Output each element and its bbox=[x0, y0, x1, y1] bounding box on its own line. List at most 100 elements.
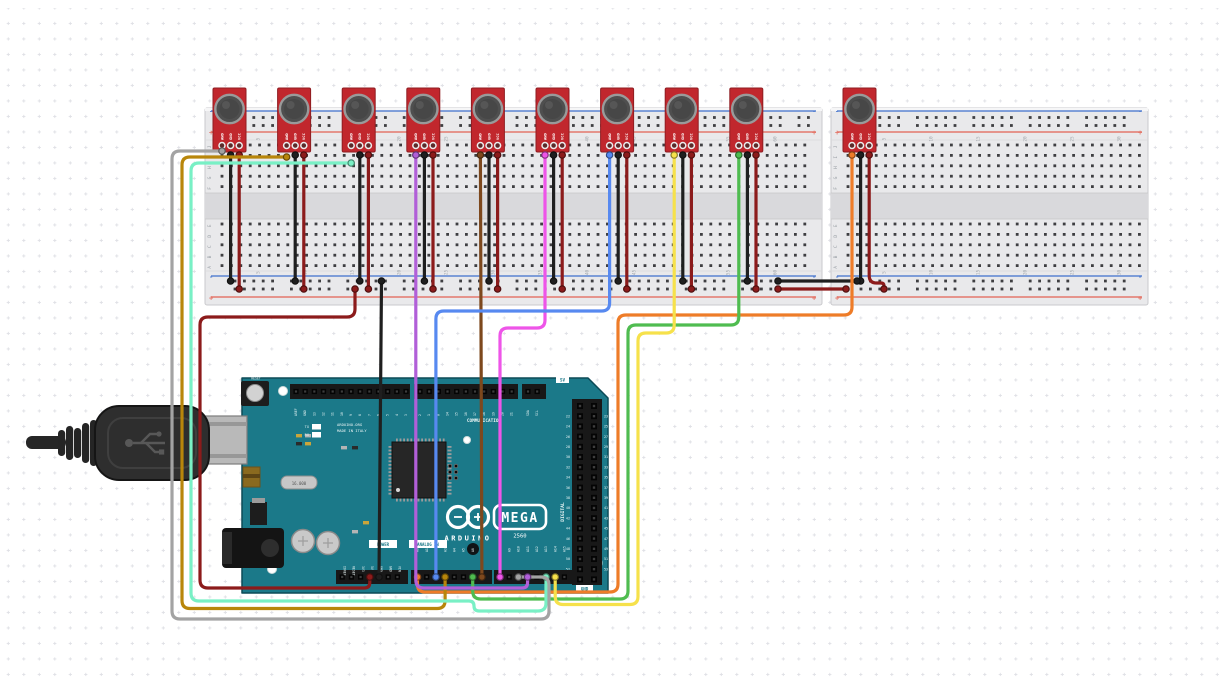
wire-sensor-7-vcc[interactable] bbox=[622, 151, 631, 293]
svg-text:5: 5 bbox=[882, 137, 888, 140]
svg-text:9: 9 bbox=[349, 414, 353, 416]
wire-sensor-9-gnd[interactable] bbox=[743, 151, 752, 285]
sensor-can-icon bbox=[343, 93, 375, 125]
wire-left-breadboard-negative-rail-to-right-breadboard-negative-rail[interactable] bbox=[774, 277, 861, 285]
wire-sensor-2-vcc[interactable] bbox=[299, 151, 308, 293]
svg-text:GND: GND bbox=[858, 132, 863, 140]
reset-button[interactable] bbox=[241, 381, 269, 406]
svg-text:5: 5 bbox=[256, 137, 262, 140]
wire-sensor-8-gnd[interactable] bbox=[678, 151, 687, 285]
power-rails: --++--++ bbox=[209, 108, 816, 303]
wire-A10-to-sensor-1-AWD[interactable] bbox=[170, 147, 551, 621]
svg-text:AWD: AWD bbox=[219, 132, 224, 140]
center-channel bbox=[831, 193, 1148, 219]
svg-text:45: 45 bbox=[632, 136, 638, 142]
wire-sensor-6-vcc[interactable] bbox=[558, 151, 567, 293]
sensor-pin bbox=[282, 141, 291, 150]
svg-text:A9: A9 bbox=[507, 548, 511, 552]
svg-text:A0: A0 bbox=[416, 548, 420, 552]
svg-text:VCC: VCC bbox=[753, 133, 758, 140]
svg-text:SCL: SCL bbox=[535, 410, 539, 416]
svg-text:+: + bbox=[209, 129, 213, 137]
wire-A0-to-sensor-10-AWD[interactable] bbox=[413, 151, 856, 594]
wire-sensor-7-gnd[interactable] bbox=[614, 151, 623, 285]
wire-sensor-2-gnd[interactable] bbox=[291, 151, 300, 285]
wire-A3-to-sensor-2-AWD[interactable] bbox=[180, 153, 449, 611]
wire-left-breadboard-positive-rail-to-right-breadboard-positive-rail[interactable] bbox=[774, 285, 850, 293]
svg-text:SDA: SDA bbox=[526, 410, 530, 416]
svg-text:A5: A5 bbox=[462, 548, 466, 552]
svg-text:60: 60 bbox=[773, 136, 779, 142]
svg-text:GND: GND bbox=[486, 132, 491, 140]
svg-text:ANALOG IN: ANALOG IN bbox=[417, 542, 439, 547]
svg-text:10: 10 bbox=[303, 270, 309, 276]
wire-sensor-3-vcc[interactable] bbox=[364, 151, 373, 293]
svg-text:B: B bbox=[207, 255, 213, 258]
svg-text:GND: GND bbox=[581, 587, 589, 592]
svg-text:35: 35 bbox=[604, 476, 608, 480]
svg-text:27: 27 bbox=[604, 435, 608, 439]
wire-A6-to-sensor-9-AWD[interactable] bbox=[468, 151, 743, 601]
sensor-pin bbox=[300, 141, 308, 150]
svg-text:TX: TX bbox=[305, 425, 310, 429]
wire-sensor-6-gnd[interactable] bbox=[549, 151, 558, 285]
svg-text:30: 30 bbox=[1117, 136, 1123, 142]
wire-arduino-5V-to-left-breadboard-positive-rail[interactable] bbox=[198, 285, 374, 590]
power-rails: --++--++ bbox=[835, 108, 1142, 303]
svg-text:21: 21 bbox=[510, 412, 514, 416]
wire-sensor-4-gnd[interactable] bbox=[420, 151, 429, 285]
svg-text:COMMUNICATION: COMMUNICATION bbox=[467, 418, 502, 424]
svg-text:23: 23 bbox=[604, 414, 608, 418]
wire-arduino-GND-to-left-breadboard-negative-rail[interactable] bbox=[375, 277, 386, 581]
sensor-pin bbox=[558, 141, 566, 150]
svg-text:38: 38 bbox=[566, 496, 570, 500]
wire-sensor-8-vcc[interactable] bbox=[687, 151, 696, 293]
svg-text:AWD: AWD bbox=[413, 132, 418, 140]
svg-text:40: 40 bbox=[585, 270, 591, 276]
wire-sensor-3-gnd[interactable] bbox=[355, 151, 364, 285]
svg-text:VCC: VCC bbox=[560, 133, 565, 140]
svg-text:A: A bbox=[833, 266, 839, 269]
svg-text:AWD: AWD bbox=[284, 132, 289, 140]
wire-sensor-9-vcc[interactable] bbox=[752, 151, 760, 293]
sensor-pin bbox=[865, 141, 873, 150]
sensor-pin bbox=[347, 141, 355, 150]
sensor-pin bbox=[429, 141, 437, 150]
pin-header bbox=[522, 384, 546, 399]
wire-sensor-5-gnd[interactable] bbox=[485, 151, 493, 285]
svg-text:GND: GND bbox=[745, 132, 750, 140]
wire-A2-to-sensor-7-AWD[interactable] bbox=[432, 151, 614, 581]
svg-text:+: + bbox=[209, 295, 213, 303]
wire-A14-to-sensor-8-AWD[interactable] bbox=[551, 151, 679, 607]
svg-text:13: 13 bbox=[312, 412, 316, 416]
svg-text:-: - bbox=[1138, 108, 1142, 116]
wire-sensor-10-vcc[interactable] bbox=[865, 151, 888, 293]
svg-text:40: 40 bbox=[566, 506, 570, 510]
wire-A11-to-sensor-4-AWD[interactable] bbox=[411, 151, 532, 590]
svg-text:VIN: VIN bbox=[398, 566, 402, 572]
sensor-pin bbox=[743, 141, 752, 150]
wire-sensor-4-vcc[interactable] bbox=[429, 151, 437, 293]
wire-A8-to-sensor-6-AWD[interactable] bbox=[496, 151, 549, 581]
svg-text:H: H bbox=[833, 166, 839, 169]
svg-text:50: 50 bbox=[566, 557, 570, 561]
svg-text:7: 7 bbox=[367, 414, 371, 416]
wire-A7-to-sensor-5-AWD[interactable] bbox=[476, 151, 486, 581]
sensor-pin bbox=[364, 141, 373, 150]
svg-text:ARDUINO: ARDUINO bbox=[444, 535, 491, 543]
wire-sensor-5-vcc[interactable] bbox=[493, 151, 502, 293]
svg-text:45: 45 bbox=[632, 270, 638, 276]
